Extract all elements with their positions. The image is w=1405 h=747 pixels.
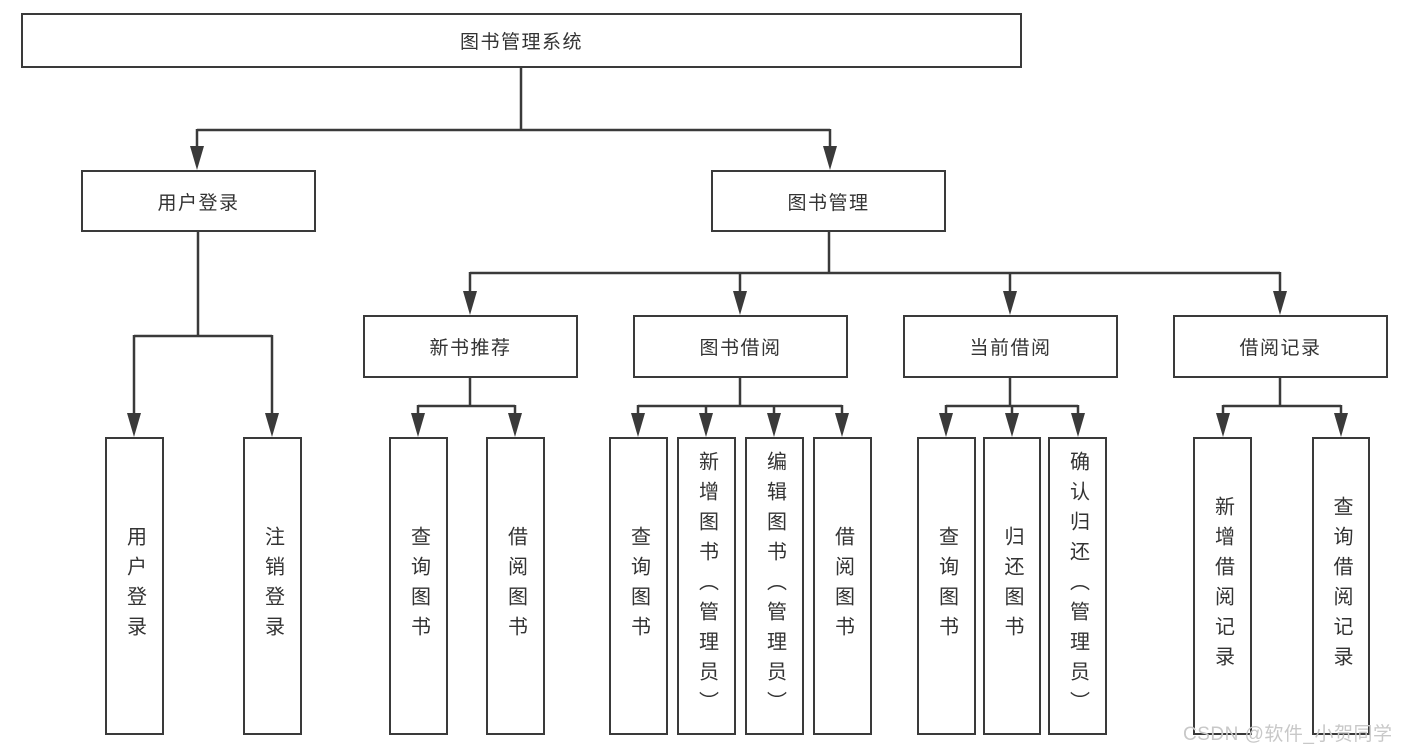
node-system-root-label: 图书管理系统 (459, 32, 583, 53)
node-new-book-recommend: 新书推荐 (363, 315, 578, 378)
leaf-confirm-return-admin: 确认归还（管理员） (1048, 437, 1107, 735)
node-current-borrow: 当前借阅 (903, 315, 1118, 378)
leaf-borrow-book-1: 借阅图书 (486, 437, 545, 735)
node-system-root: 图书管理系统 (21, 13, 1022, 68)
node-user-login-label: 用户登录 (157, 192, 240, 214)
leaf-query-book-2: 查询图书 (609, 437, 668, 735)
leaf-query-borrow-record-label: 查询借阅记录 (1330, 496, 1352, 676)
arrowhead-icons (127, 146, 1348, 437)
leaf-query-book-2-label: 查询图书 (627, 526, 650, 646)
leaf-return-book: 归还图书 (983, 437, 1041, 735)
leaf-edit-book-admin: 编辑图书（管理员） (745, 437, 804, 735)
leaf-add-book-admin-label: 新增图书（管理员） (695, 451, 718, 721)
node-book-management-label: 图书管理 (787, 192, 870, 214)
node-new-book-recommend-label: 新书推荐 (429, 338, 512, 359)
leaf-user-login: 用户登录 (105, 437, 164, 735)
node-book-borrow: 图书借阅 (633, 315, 848, 378)
leaf-query-book-3: 查询图书 (917, 437, 976, 735)
leaf-edit-book-admin-label: 编辑图书（管理员） (763, 451, 786, 721)
leaf-borrow-book-2: 借阅图书 (813, 437, 872, 735)
node-borrow-record: 借阅记录 (1173, 315, 1388, 378)
node-current-borrow-label: 当前借阅 (969, 338, 1052, 359)
leaf-query-book-1-label: 查询图书 (407, 526, 430, 646)
leaf-user-login-label: 用户登录 (123, 526, 146, 646)
leaf-query-book-3-label: 查询图书 (935, 526, 958, 646)
leaf-add-book-admin: 新增图书（管理员） (677, 437, 736, 735)
leaf-query-borrow-record: 查询借阅记录 (1312, 437, 1370, 735)
leaf-confirm-return-admin-label: 确认归还（管理员） (1066, 451, 1089, 721)
leaf-add-borrow-record-label: 新增借阅记录 (1211, 496, 1234, 676)
leaf-borrow-book-1-label: 借阅图书 (504, 526, 527, 646)
leaf-logout-label: 注销登录 (261, 526, 284, 646)
leaf-borrow-book-2-label: 借阅图书 (831, 526, 854, 646)
node-book-borrow-label: 图书借阅 (699, 338, 782, 359)
node-user-login: 用户登录 (81, 170, 316, 232)
node-borrow-record-label: 借阅记录 (1239, 338, 1322, 359)
leaf-logout: 注销登录 (243, 437, 302, 735)
leaf-return-book-label: 归还图书 (1001, 526, 1023, 646)
csdn-watermark: CSDN @软件_小贺同学 (1183, 724, 1393, 745)
leaf-query-book-1: 查询图书 (389, 437, 448, 735)
node-book-management: 图书管理 (711, 170, 946, 232)
leaf-add-borrow-record: 新增借阅记录 (1193, 437, 1252, 735)
